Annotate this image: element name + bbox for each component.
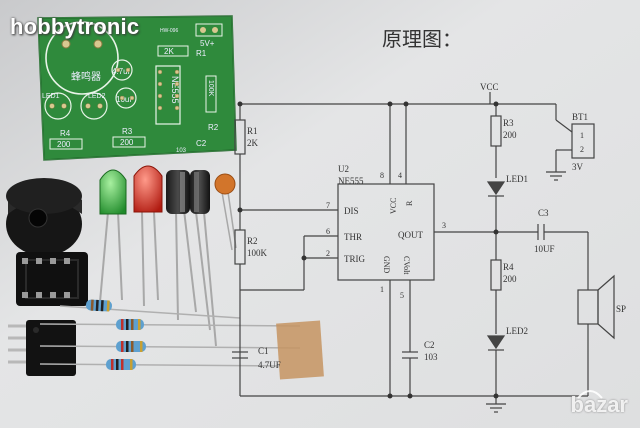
pcb-ic-label: NE555 [170,76,180,104]
pcb-ic-footprint [155,65,181,125]
ic-socket [16,252,88,306]
ne555-chip [8,320,76,376]
led1-label: LED1 [506,174,528,184]
pin-number-4: 4 [398,171,402,180]
pin-number-1: 1 [380,285,384,294]
pin-number-3: 3 [442,221,446,230]
pcb-board: 蜂鸣器 4.7uf 10uf LED1 LED2 R4 200 R3 200 N… [37,15,237,161]
pcb-cap1-label: 4.7uf [112,67,131,76]
r1-label: R1 [247,126,258,136]
pcb-r1-value: 2K [164,47,174,56]
speaker-label: SP [616,304,626,314]
buzzer-silk-outline [45,21,119,95]
schematic [232,92,615,413]
pcb-led1-label: LED1 [42,93,60,100]
u2-value: NE555 [338,176,364,186]
pin-thr: THR [344,232,362,242]
pin-cvolt: CVolt [402,256,411,275]
c3-label: C3 [538,208,549,218]
pcb-power-label: 5V+ [200,39,215,48]
bt-pin1: 1 [580,131,584,140]
pin-dis: DIS [344,206,359,216]
r1-value: 2K [247,138,259,148]
pcb-r3-value: 200 [120,138,134,147]
green-led [99,169,127,303]
pin-gnd: GND [382,256,391,274]
bazar-logo [577,390,603,399]
pcb-cap1-silk [111,59,133,81]
pin-trig: TRIG [344,254,365,264]
pcb-c2-label: C2 [196,139,207,148]
pcb-cap2-label: 10uf [116,95,132,104]
c1-value: 4.7UF [258,360,281,370]
pcb-c2-value: 103 [176,148,187,154]
pcb-buzzer-label: 蜂鸣器 [71,70,101,83]
vcc-label: VCC [480,82,499,92]
pin-vcc: VCC [389,198,398,214]
r3-value: 200 [503,130,517,140]
pin-number-2: 2 [326,249,330,258]
pin-number-6: 6 [326,227,330,236]
pin-number-7: 7 [326,201,330,210]
pcb-led2-label: LED2 [88,93,106,100]
pcb-r2-label: R2 [208,123,219,132]
watermark-bazar: bazar [570,392,628,417]
c2-value: 103 [424,352,438,362]
c2-label: C2 [424,340,435,350]
pcb-led2-silk [80,92,108,120]
pcb-r4-value: 200 [57,140,71,149]
c1-label: C1 [258,346,269,356]
watermark-hobbytronic: hobbytronic [10,14,140,39]
bt-pin2: 2 [580,145,584,154]
electrolytic-capacitor-large [166,170,197,321]
red-led [133,165,163,307]
led2-label: LED2 [506,326,528,336]
bt-voltage: 3V [572,162,584,172]
schematic-heading: 原理图： [382,29,462,51]
pin-number-8: 8 [380,171,384,180]
pcb-r1-label: R1 [196,49,207,58]
bt1-label: BT1 [572,112,588,122]
pin-r: R [405,200,414,206]
pcb-r4-label: R4 [60,129,71,138]
c3-value: 10UF [534,244,555,254]
pin-number-5: 5 [400,291,404,300]
r4-label: R4 [503,262,514,272]
r2-label: R2 [247,236,258,246]
r3-label: R3 [503,118,514,128]
buzzer-component [6,178,82,256]
pcb-led1-silk [44,92,72,120]
r2-value: 100K [247,248,268,258]
pcb-board-id: HW-096 [160,28,178,34]
pin-qout: QOUT [398,230,423,240]
pcb-cap2-silk [115,87,137,109]
r4-value: 200 [503,274,517,284]
pcb-r2-value: 100K [207,80,214,97]
pcb-r3-label: R3 [122,127,133,136]
u2-label: U2 [338,164,349,174]
tape-piece [276,320,324,380]
electrolytic-capacitor-small [190,170,217,347]
